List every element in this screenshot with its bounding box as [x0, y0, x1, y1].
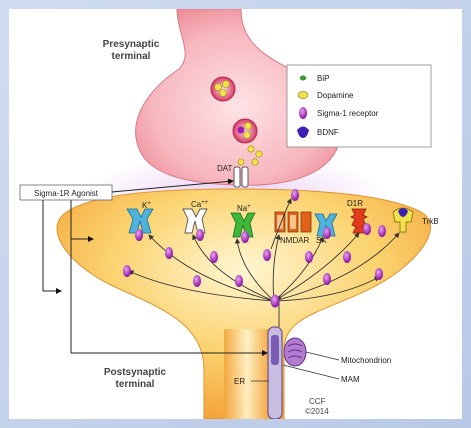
dendrite-shaft — [224, 329, 270, 419]
diagram-canvas: DAT Presynaptic terminal BiP Dopamine Si… — [9, 9, 462, 419]
legend-dopamine-symbol — [298, 91, 308, 98]
nmdar-receptor — [275, 212, 311, 232]
synaptic-vesicle — [211, 77, 235, 101]
d1r-label: D1R — [347, 199, 363, 208]
synapse-diagram: DAT Presynaptic terminal BiP Dopamine Si… — [9, 9, 462, 419]
agonist-label: Sigma-1R Agonist — [34, 189, 99, 198]
mitochondrion — [284, 338, 306, 366]
synaptic-vesicle — [233, 119, 257, 143]
dat-label: DAT — [217, 164, 233, 173]
nmdar-label: NMDAR — [280, 236, 310, 245]
er-label: ER — [234, 377, 245, 386]
endoplasmic-reticulum — [268, 327, 282, 419]
mam-label: MAM — [341, 375, 360, 384]
legend: BiP Dopamine Sigma-1 receptor BDNF — [287, 65, 431, 147]
postsynaptic-label-line2: terminal — [116, 379, 155, 390]
mitochondrion-label: Mitochondrion — [341, 356, 391, 365]
presynaptic-label-line1: Presynaptic — [103, 39, 160, 50]
agonist-box: Sigma-1R Agonist — [20, 185, 112, 200]
trkb-label: TrkB — [422, 217, 439, 226]
postsynaptic-label-line1: Postsynaptic — [104, 367, 167, 378]
credit-line2: ©2014 — [305, 407, 329, 416]
legend-dopamine-label: Dopamine — [317, 91, 354, 100]
legend-bdnf-label: BDNF — [317, 128, 339, 137]
legend-sigma1-symbol — [299, 107, 307, 119]
credit-line1: CCF — [309, 397, 326, 406]
legend-bip-label: BiP — [317, 74, 329, 83]
legend-bip-symbol — [300, 76, 306, 80]
presynaptic-label-line2: terminal — [112, 51, 151, 62]
legend-sigma1-label: Sigma-1 receptor — [317, 109, 379, 118]
